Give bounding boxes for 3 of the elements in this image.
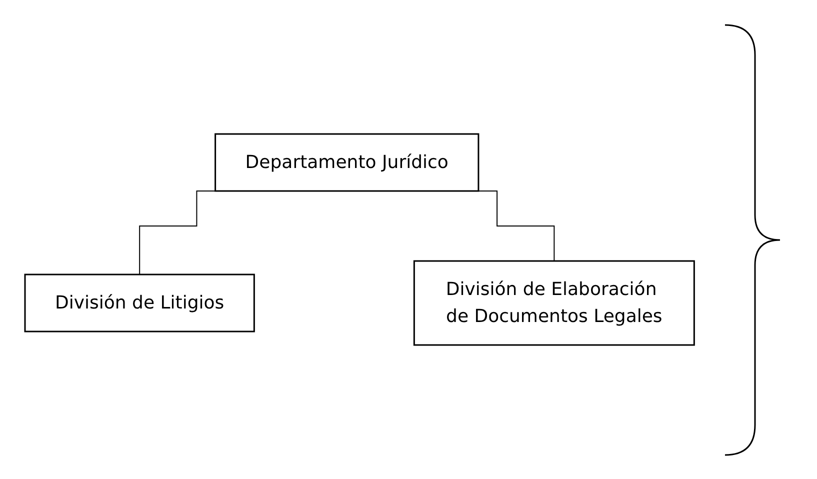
node-box: División de Litigios — [24, 274, 256, 332]
node-box: División de Elaboración de Documentos Legales — [414, 260, 696, 346]
node-box: Departamento Jurídico — [214, 133, 480, 192]
